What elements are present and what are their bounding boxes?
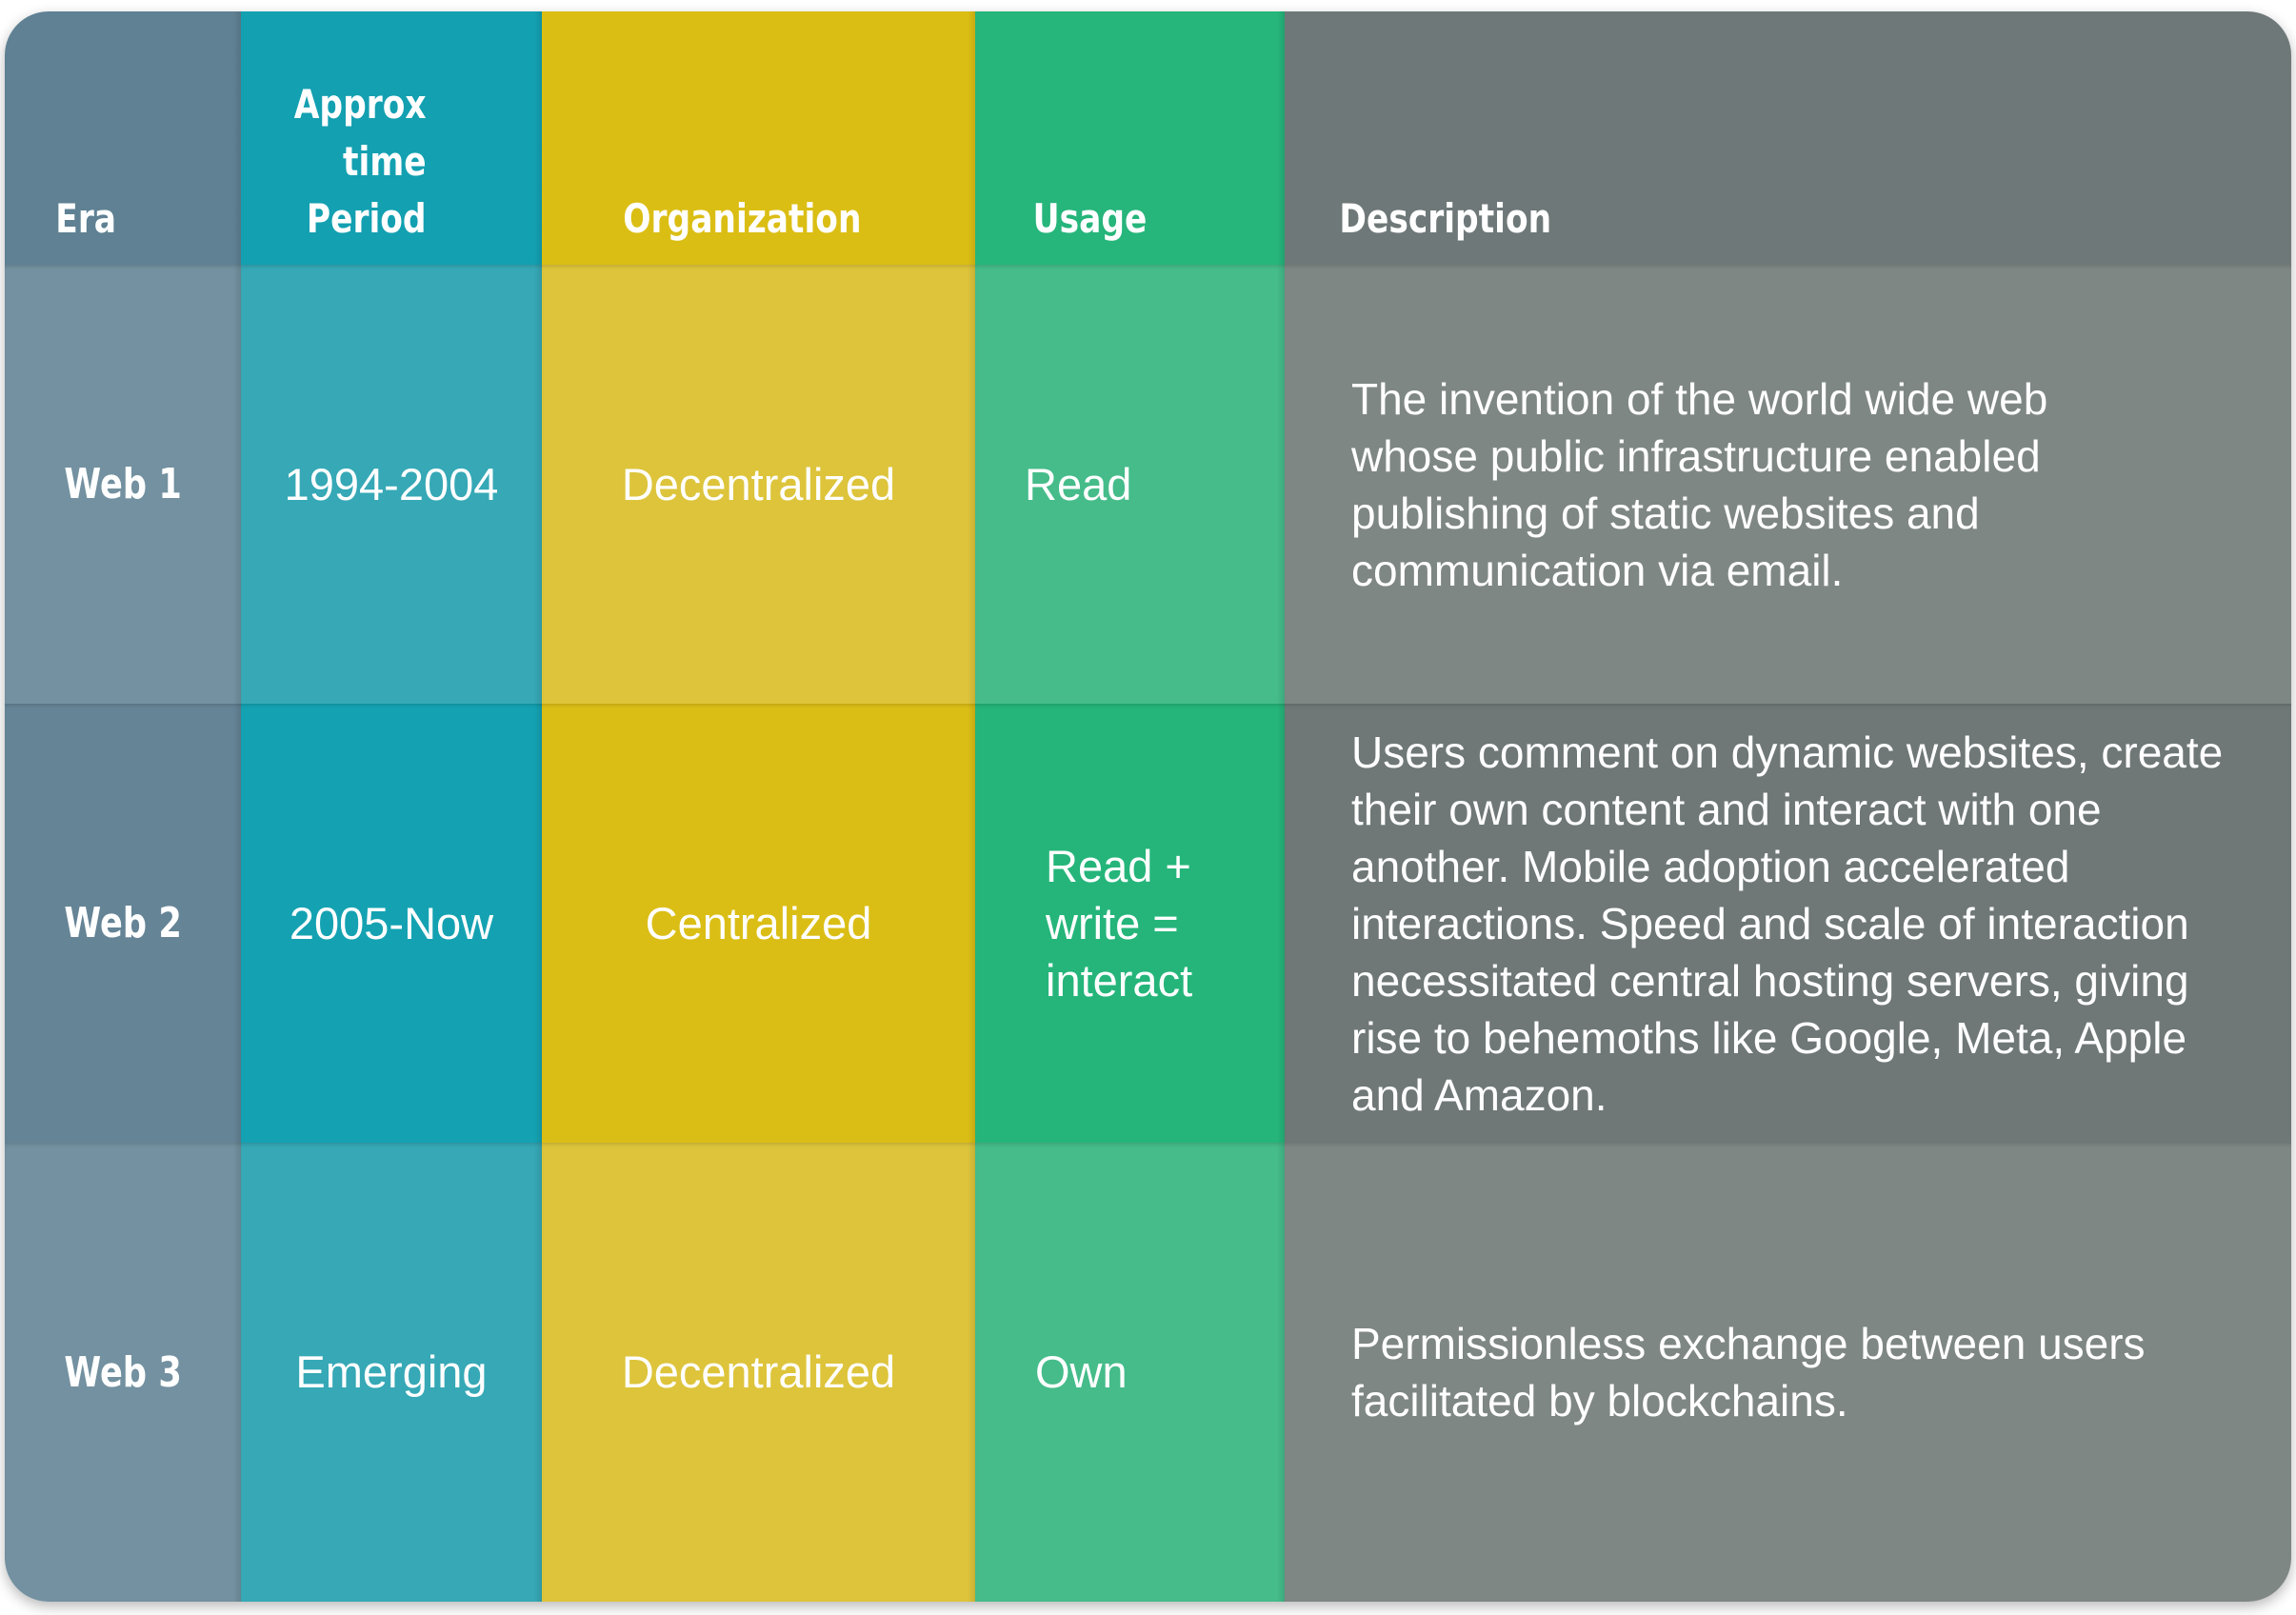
- row-1-organization: Decentralized: [621, 458, 896, 509]
- header-description-cell: Description: [1285, 11, 2291, 265]
- row-3-organization: Decentralized: [621, 1346, 896, 1397]
- row-3-description-cell: Permissionless exchange between users fa…: [1285, 1143, 2291, 1602]
- row-3-usage: Own: [1035, 1346, 1128, 1397]
- row-2-description-line-4: interactions. Speed and scale of interac…: [1351, 898, 2189, 948]
- row-3-description-line-1: Permissionless exchange between users: [1351, 1319, 2146, 1368]
- header-era-cell: Era: [5, 11, 241, 265]
- header-usage-cell: Usage: [975, 11, 1285, 265]
- row-3-organization-cell: Decentralized: [542, 1143, 975, 1602]
- row-1-time-period: 1994-2004: [284, 458, 499, 509]
- row-2-time-period: 2005-Now: [289, 897, 494, 948]
- row-2-era-cell: Web 2: [5, 704, 241, 1143]
- row-1-description-line-3: publishing of static websites and: [1351, 488, 1980, 538]
- row-1-description-line-4: communication via email.: [1351, 545, 1844, 595]
- row-1-organization-cell: Decentralized: [542, 265, 975, 704]
- header-time-line-3: Period: [306, 195, 427, 242]
- row-2-description-line-3: another. Mobile adoption accelerated: [1351, 841, 2070, 891]
- row-3-time-period: Emerging: [295, 1346, 488, 1397]
- row-2-description-line-1: Users comment on dynamic websites, creat…: [1351, 727, 2224, 777]
- row-3-description-line-2: facilitated by blockchains.: [1351, 1376, 1848, 1426]
- row-2-usage-cell: Read + write = interact: [975, 704, 1285, 1143]
- row-2-description-cell: Users comment on dynamic websites, creat…: [1285, 704, 2291, 1143]
- row-2-usage-line-2: write =: [1046, 897, 1179, 948]
- row-2-usage-line-1: Read +: [1046, 840, 1191, 891]
- header-time-line-1: Approx: [293, 81, 427, 128]
- row-2-usage-line-3: interact: [1046, 954, 1193, 1006]
- row-2-organization-cell: Centralized: [542, 704, 975, 1143]
- row-2-era: Web 2: [64, 899, 182, 947]
- header-organization: Organization: [623, 195, 862, 242]
- row-1-time-cell: 1994-2004: [241, 265, 542, 704]
- row-3-era: Web 3: [64, 1347, 182, 1397]
- row-2-description-line-2: their own content and interact with one: [1351, 784, 2102, 834]
- row-3-era-cell: Web 3: [5, 1143, 241, 1602]
- row-2-description-line-5: necessitated central hosting servers, gi…: [1351, 955, 2189, 1006]
- row-1-description-cell: The invention of the world wide web whos…: [1285, 265, 2291, 704]
- header-usage: Usage: [1032, 195, 1148, 242]
- row-1-era-cell: Web 1: [5, 265, 241, 704]
- row-2-organization: Centralized: [645, 897, 872, 948]
- row-1-description-line-1: The invention of the world wide web: [1351, 373, 2048, 424]
- web-eras-table: Era Approx time Period Organization Usag…: [5, 11, 2291, 1602]
- row-2-description-line-6: rise to behemoths like Google, Meta, App…: [1351, 1012, 2187, 1063]
- header-time-line-2: time: [343, 138, 427, 185]
- row-1-era: Web 1: [64, 460, 182, 508]
- row-2-description-line-7: and Amazon.: [1351, 1069, 1607, 1120]
- row-3-time-cell: Emerging: [241, 1143, 542, 1602]
- header-description: Description: [1339, 195, 1552, 242]
- row-1-usage: Read: [1025, 458, 1132, 509]
- row-1-description-line-2: whose public infrastructure enabled: [1351, 430, 2041, 481]
- header-time-cell: Approx time Period: [241, 11, 542, 265]
- row-3-usage-cell: Own: [975, 1143, 1285, 1602]
- header-era: Era: [55, 195, 117, 242]
- row-1-usage-cell: Read: [975, 265, 1285, 704]
- header-organization-cell: Organization: [542, 11, 975, 265]
- row-2-time-cell: 2005-Now: [241, 704, 542, 1143]
